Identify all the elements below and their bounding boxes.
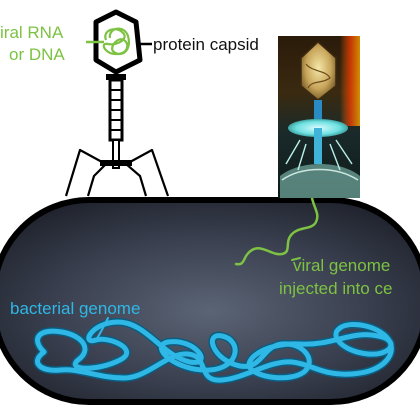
phage-viral-genome <box>102 27 130 56</box>
viral-rna-label: iral RNA <box>0 23 64 42</box>
bacteriophage-photo <box>278 36 360 198</box>
injected-viral-genome <box>234 196 319 266</box>
injected-viral-genome-strand <box>234 196 319 266</box>
bacteriophage-diagram <box>64 9 170 197</box>
viral-dna-label: or DNA <box>9 45 65 64</box>
injected-into-cell-label: injected into ce <box>279 279 393 298</box>
bacterial-genome-pointer <box>95 317 109 341</box>
bacterial-cell <box>0 197 420 405</box>
photo-tail-fibers <box>285 139 353 171</box>
phage-tail-tube <box>112 139 120 169</box>
phage-baseplate <box>100 160 132 166</box>
photo-phage-genome <box>305 63 331 89</box>
viral-genome-pointer <box>291 257 301 261</box>
bacterial-genome-label: bacterial genome <box>10 299 141 318</box>
bacterial-genome <box>33 317 396 385</box>
photo-cell-highlight <box>281 168 359 181</box>
photo-phage-tail <box>314 100 322 124</box>
phage-tail-fibers <box>64 148 170 197</box>
viral-genome-label: viral genome <box>293 256 391 275</box>
cell-membrane <box>0 197 420 405</box>
photo-phage-tube <box>314 128 322 164</box>
bacterial-genome-strand-highlight <box>35 319 394 383</box>
photo-glow <box>340 36 360 126</box>
phage-collar <box>106 74 126 80</box>
protein-capsid-label: protein capsid <box>153 35 259 54</box>
